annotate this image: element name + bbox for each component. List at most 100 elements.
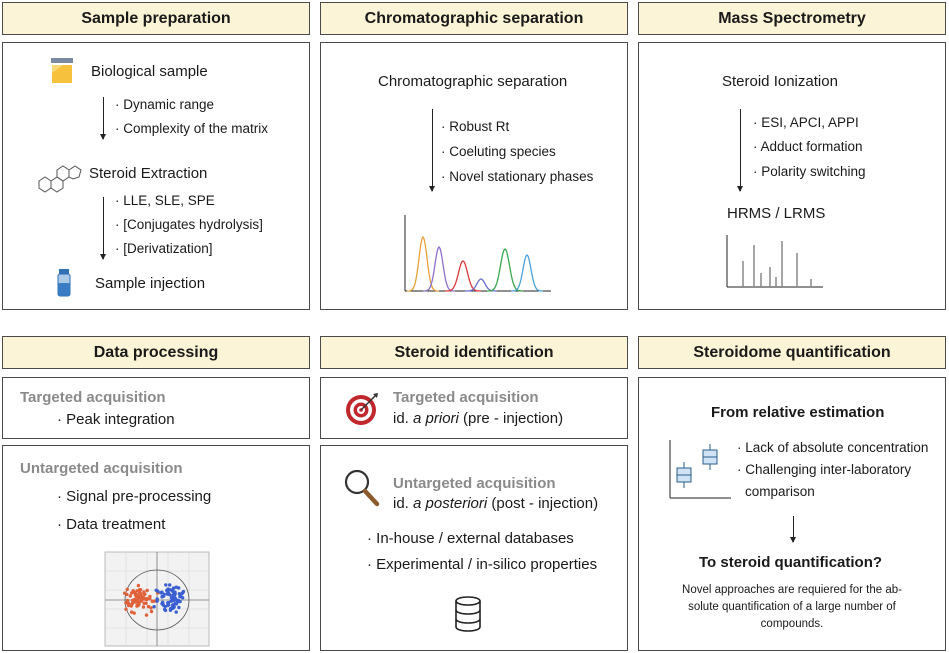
boxplot-graphic: [669, 440, 731, 499]
to-quantification-heading: To steroid quantification?: [699, 554, 883, 571]
header-data-processing: Data processing: [2, 336, 310, 369]
pca-point: [166, 601, 170, 605]
pca-point: [142, 590, 146, 594]
pca-point: [152, 599, 157, 603]
arrow-chroma: [429, 109, 435, 192]
dp-untargeted-bullet-2: · Data treatment: [57, 516, 166, 533]
id-targeted-title: Targeted acquisition: [393, 389, 539, 406]
pca-point: [164, 583, 168, 587]
pca-point: [140, 596, 144, 600]
pca-point: [130, 598, 135, 603]
pca-point: [133, 593, 138, 597]
chroma-bullet-3: · Novel stationary phases: [441, 169, 594, 184]
id-prefix-2: id.: [393, 495, 414, 512]
chromatogram-peak: [423, 245, 455, 292]
ms-bullet-2: · Adduct formation: [753, 139, 863, 154]
pca-point: [138, 594, 142, 598]
quant-note-line-3: compounds.: [760, 618, 824, 630]
pca-point: [168, 608, 173, 612]
pca-point: [148, 594, 152, 599]
steroid-structure-icon: [38, 165, 82, 193]
ms-bullet-1: · ESI, APCI, APPI: [753, 115, 859, 130]
chromatogram-peak: [511, 254, 543, 292]
steroid-extraction-label: Steroid Extraction: [89, 165, 208, 182]
pca-point: [135, 598, 139, 603]
id-untargeted-title: Untargeted acquisition: [393, 475, 556, 492]
pca-point: [149, 609, 154, 614]
database-icon: [455, 596, 481, 632]
chromatogram-peak: [445, 260, 481, 292]
pca-point: [126, 603, 131, 608]
panel-sample-preparation: Biological sample · Dynamic range · Comp…: [2, 42, 310, 310]
pca-point: [145, 597, 149, 602]
quant-note-line-1: Novel approaches are requiered for the a…: [682, 584, 902, 596]
pca-point: [152, 605, 156, 609]
id-a-posteriori: a posteriori: [413, 495, 488, 512]
chromatogram-peak: [487, 248, 523, 292]
pca-point: [177, 605, 181, 610]
chromatogram-graphic: [404, 215, 551, 292]
quant-bullet-2-cont: comparison: [745, 484, 815, 499]
pca-point: [176, 598, 181, 603]
pca-point: [132, 611, 136, 615]
mass-spectrum-graphic: [726, 235, 823, 288]
id-prefix: id.: [393, 410, 414, 427]
pca-point: [125, 592, 129, 597]
dp-targeted-title: Targeted acquisition: [20, 389, 166, 406]
pca-point: [181, 589, 186, 594]
panel-data-processing-untargeted: Untargeted acquisition · Signal pre-proc…: [2, 445, 310, 651]
ext-bullet-3: · [Derivatization]: [115, 241, 213, 256]
pca-point: [155, 599, 159, 603]
pca-point: [124, 607, 128, 611]
pca-point: [181, 596, 185, 600]
pca-point: [177, 586, 181, 590]
pca-point: [129, 610, 134, 614]
header-chromatographic-separation: Chromatographic separation: [320, 2, 628, 35]
bio-bullet-1: · Dynamic range: [115, 97, 215, 112]
pca-point: [129, 604, 133, 608]
dp-targeted-bullet: · Peak integration: [57, 411, 175, 428]
hrms-label: HRMS / LRMS: [727, 205, 826, 222]
panel-mass-spectrometry: Steroid Ionization · ESI, APCI, APPI · A…: [638, 42, 946, 310]
pca-point: [169, 599, 173, 603]
panel-data-processing-targeted: Targeted acquisition · Peak integration: [2, 377, 310, 439]
ext-bullet-1: · LLE, SLE, SPE: [115, 193, 215, 208]
panel-steroidome-quantification: From relative estimation · Lack of absol…: [638, 377, 946, 651]
arrow-ms: [737, 109, 743, 192]
chroma-bullet-2: · Coeluting species: [441, 144, 556, 159]
pca-point: [136, 583, 141, 588]
pca-point: [137, 590, 142, 594]
pca-scatter-graphic: [104, 551, 210, 647]
pca-point: [128, 594, 132, 598]
id-bullet-2: · Experimental / in-silico properties: [367, 556, 598, 573]
biological-sample-label: Biological sample: [91, 63, 208, 80]
bio-bullet-2: · Complexity of the matrix: [115, 121, 269, 136]
pca-point: [125, 598, 130, 603]
panel-identification-targeted: Targeted acquisition id. a priori (pre -…: [320, 377, 628, 439]
pca-point: [170, 603, 174, 607]
pca-point: [144, 613, 149, 617]
id-untargeted-line: id. a posteriori (post - injection): [393, 495, 598, 512]
header-sample-preparation: Sample preparation: [2, 2, 310, 35]
chromatogram-peak: [407, 235, 439, 292]
pca-point: [141, 605, 146, 609]
from-relative-heading: From relative estimation: [711, 404, 885, 421]
ms-bullet-3: · Polarity switching: [753, 164, 866, 179]
pca-point: [159, 591, 163, 595]
dp-untargeted-bullet-1: · Signal pre-processing: [57, 488, 212, 505]
target-icon: [346, 393, 378, 425]
id-targeted-line: id. a priori (pre - injection): [393, 410, 563, 427]
ext-bullet-2: · [Conjugates hydrolysis]: [115, 217, 263, 232]
arrow-quant: [790, 516, 796, 543]
header-mass-spectrometry: Mass Spectrometry: [638, 2, 946, 35]
quant-bullet-1: · Lack of absolute concentration: [737, 440, 929, 455]
pca-point: [160, 600, 165, 604]
pca-point: [163, 604, 167, 609]
pca-point: [125, 587, 129, 592]
id-suffix-2: (post - injection): [487, 495, 599, 512]
quant-note-line-2: solute quantification of a large number …: [688, 601, 896, 613]
panel-identification-untargeted: Untargeted acquisition id. a posteriori …: [320, 445, 628, 651]
id-a-priori: a priori: [413, 410, 459, 427]
pca-point: [163, 608, 168, 613]
pca-point: [170, 589, 175, 593]
